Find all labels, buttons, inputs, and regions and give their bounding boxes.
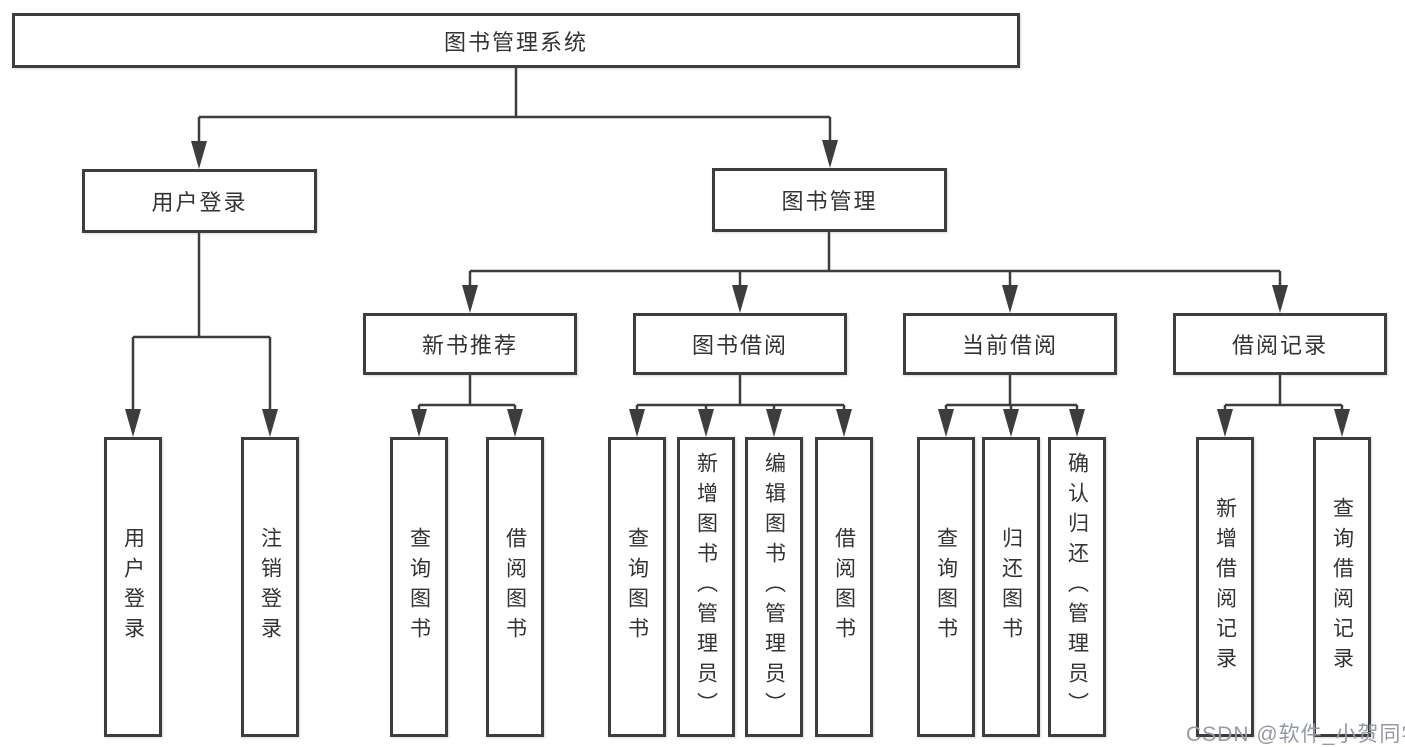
leaf-label: 用户登录 [121,527,145,647]
leaf-user-login: 用户登录 [104,437,162,737]
leaf-records-add-record: 新增借阅记录 [1196,437,1254,737]
node-book-borrowing: 图书借阅 [633,313,847,375]
leaf-label: 借阅图书 [503,527,527,647]
leaf-label: 查询图书 [407,527,431,647]
leaf-newbook-query-books: 查询图书 [390,437,448,737]
node-current-borrowing: 当前借阅 [903,313,1117,375]
leaf-label: 确认归还（管理员） [1065,452,1089,722]
watermark-text: CSDN @软件_小贺同学 [1186,723,1405,746]
node-new-book-recommendation: 新书推荐 [363,313,577,375]
leaf-label: 查询借阅记录 [1330,497,1354,677]
leaf-label: 查询图书 [934,527,958,647]
node-label: 当前借阅 [961,333,1058,358]
leaf-current-query-books: 查询图书 [917,437,975,737]
leaf-borrow-query-books: 查询图书 [608,437,666,737]
leaf-label: 借阅图书 [832,527,856,647]
leaf-current-return-books: 归还图书 [982,437,1040,737]
node-label: 图书管理系统 [443,29,588,55]
leaf-borrow-add-books-admin: 新增图书（管理员） [677,437,735,737]
node-book-management: 图书管理 [712,168,947,232]
leaf-label: 新增借阅记录 [1213,497,1237,677]
leaf-records-query-record: 查询借阅记录 [1313,437,1371,737]
node-label: 借阅记录 [1231,333,1328,358]
node-borrowing-records: 借阅记录 [1173,313,1387,375]
arrowheads [125,140,1350,437]
leaf-label: 编辑图书（管理员） [762,452,786,722]
node-label: 图书管理 [781,189,878,214]
leaf-label: 注销登录 [258,527,282,647]
node-user-login: 用户登录 [82,169,317,233]
node-library-management-system: 图书管理系统 [12,13,1020,68]
node-label: 图书借阅 [691,333,788,358]
node-label: 用户登录 [151,190,248,215]
node-label: 新书推荐 [421,333,518,358]
leaf-newbook-borrow-books: 借阅图书 [486,437,544,737]
leaf-borrow-borrow-books: 借阅图书 [815,437,873,737]
leaf-label: 查询图书 [625,527,649,647]
leaf-label: 归还图书 [999,527,1023,647]
leaf-label: 新增图书（管理员） [694,452,718,722]
leaf-logout: 注销登录 [241,437,299,737]
leaf-current-confirm-return-admin: 确认归还（管理员） [1048,437,1106,737]
leaf-borrow-edit-books-admin: 编辑图书（管理员） [745,437,803,737]
